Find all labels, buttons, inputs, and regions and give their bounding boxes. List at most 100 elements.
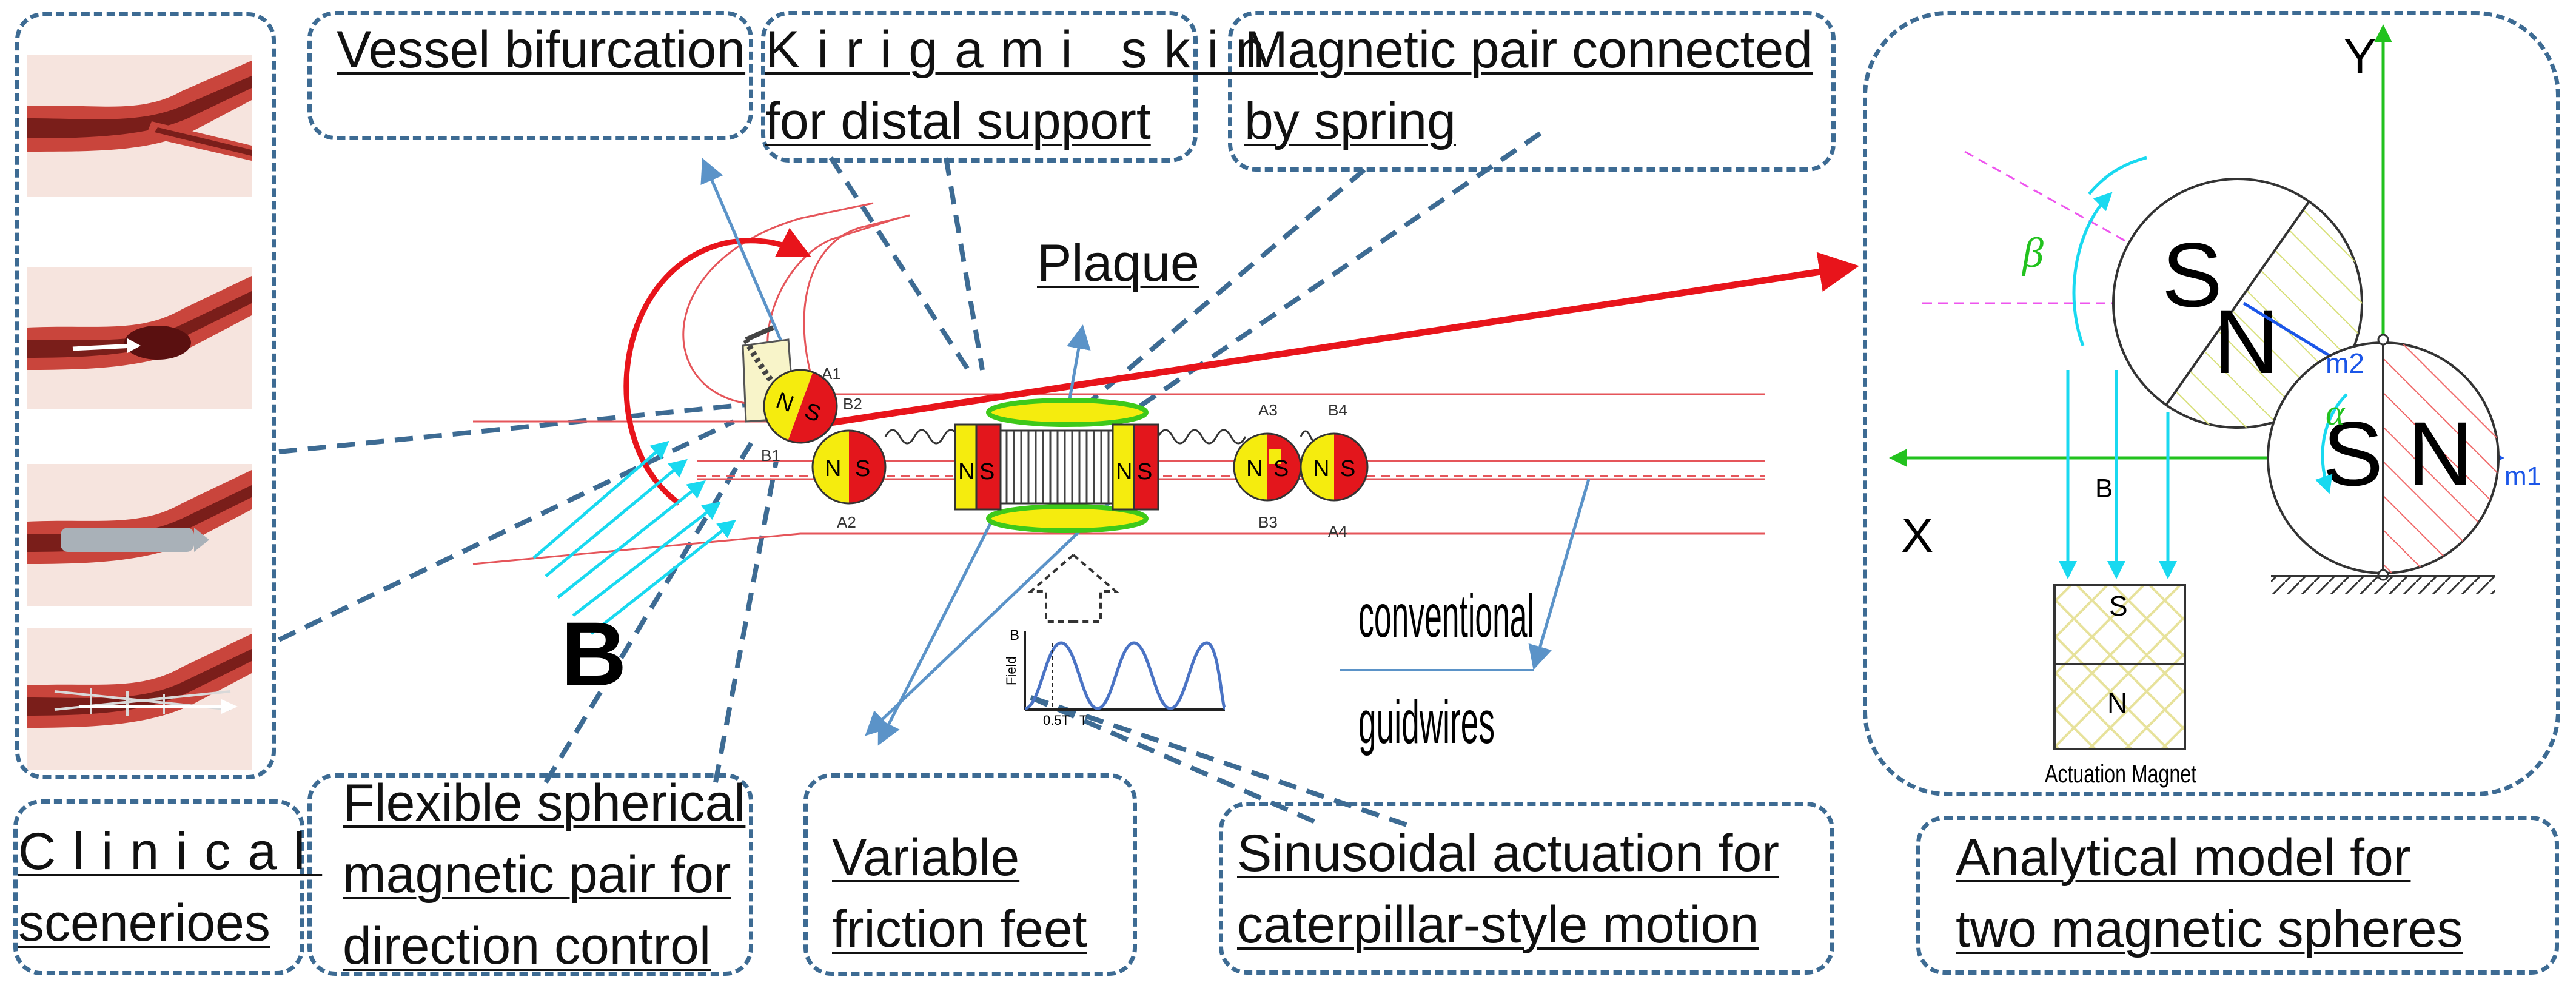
svg-text:A2: A2 [837,513,856,531]
svg-text:B1: B1 [761,446,780,465]
frame-magnetic-pair [1228,11,1836,172]
svg-text:B3: B3 [1258,513,1278,531]
svg-text:m1: m1 [2504,462,2541,491]
rear-sphere-2: N S [1300,432,1369,502]
frame-analytical-model [1863,11,2560,796]
analytical-model: Y X S N S N β α m2 [1889,24,2541,788]
svg-text:S: S [2109,590,2128,622]
frame-variable-friction [803,773,1137,976]
svg-text:0.5T: 0.5T [1043,713,1070,728]
device: N S N S A1 B1 B2 A2 A3 B3 B4 A4 N S [742,325,1369,540]
label-analytical: Analytical model for two magnetic sphere… [1956,822,2463,965]
svg-text:Field: Field [1004,656,1019,685]
svg-text:A3: A3 [1258,401,1278,419]
svg-text:N: N [2107,687,2127,719]
svg-text:S: S [1273,456,1289,482]
friction-foot-bottom [986,504,1149,533]
frame-clinical-images [15,12,276,779]
svg-text:N: N [2213,291,2279,392]
svg-text:N: N [825,456,841,482]
conventional-label-2: guidwires [1358,688,1495,756]
angle-arcs [2072,156,2348,494]
svg-text:N: N [1246,456,1263,482]
svg-text:S: S [1137,459,1152,485]
svg-text:β: β [2021,230,2044,277]
frame-kirigami [761,11,1198,163]
field-label-B: B [561,603,626,705]
label-kirigami-line2: for distal support [765,92,1151,150]
label-flexible-line2: magnetic pair for [343,845,731,904]
label-analytical-line2: two magnetic spheres [1956,900,2463,958]
label-kirigami-line1: Kirigami skin [765,21,1282,79]
frame-vessel-bifurcation [307,11,753,140]
label-sinusoidal: Sinusoidal actuation for caterpillar-sty… [1237,818,1779,961]
clinical-image-1 [27,55,252,197]
label-sinusoidal-line1: Sinusoidal actuation for [1237,824,1780,882]
svg-text:N: N [958,459,974,485]
magnetic-pair-body: N S N S [954,398,1159,533]
label-magnetic-pair-line2: by spring [1244,92,1456,150]
label-magnetic-pair-line1: Magnetic pair connected [1244,21,1813,79]
svg-text:S: S [855,456,870,482]
field-arrows [532,440,736,635]
svg-text:B: B [2095,474,2113,503]
waveform-plot: Field B 0.5T T [1004,627,1227,728]
ground-hatch [2271,576,2495,594]
frame-sinusoidal [1219,802,1834,975]
label-variable-friction: Variable friction feet [832,822,1087,965]
clinical-images [27,55,252,770]
tip-sphere-2: N S [811,429,887,505]
lower-sphere: S N [2267,341,2500,574]
conventional-label-1: conventional [1358,582,1534,650]
label-flexible: Flexible spherical magnetic pair for dir… [343,767,745,982]
label-kirigami: Kirigami skin for distal support [765,14,1281,157]
rotation-arrow [623,227,812,506]
label-clinical-line2: scenerioes [18,894,270,952]
svg-text:S: S [2323,403,2383,505]
svg-text:A1: A1 [822,364,841,383]
spring-left [884,429,959,445]
svg-text:S: S [979,459,995,485]
svg-text:m2: m2 [2326,348,2364,379]
svg-text:B2: B2 [843,395,862,413]
svg-text:S: S [2162,224,2222,326]
label-variable-friction-line2: friction feet [832,900,1087,958]
svg-text:Actuation Magnet: Actuation Magnet [2045,759,2196,788]
label-vessel-bifurcation: Vessel bifurcation [337,21,746,79]
field-lines-model [2059,370,2177,579]
label-magnetic-pair: Magnetic pair connected by spring [1244,14,1813,157]
frame-analytical-label [1916,816,2559,975]
device-marks: A1 B1 B2 A2 A3 B3 B4 A4 [761,364,1347,540]
x-axis-label: X [1901,508,1933,562]
spring-right [1157,429,1247,445]
label-clinical-line1: Clinical [18,822,323,881]
svg-text:α: α [2326,392,2346,432]
label-plaque: Plaque [1037,234,1199,292]
label-flexible-line3: direction control [343,917,711,975]
label-clinical: Clinical scenerioes [18,816,322,959]
y-axis-label: Y [2344,29,2376,83]
clinical-image-3 [27,464,252,606]
frame-clinical-label [13,799,304,975]
label-analytical-line1: Analytical model for [1956,828,2411,887]
svg-text:B4: B4 [1328,401,1347,419]
tip-sphere-1: N S [763,369,838,444]
actuation-magnet: S N Actuation Magnet [2045,584,2196,788]
label-sinusoidal-line2: caterpillar-style motion [1237,896,1759,954]
rear-sphere-1: N S [1233,432,1302,502]
svg-text:B: B [1010,627,1019,643]
svg-text:N: N [2407,403,2473,505]
friction-foot-top [986,398,1149,427]
zoom-arrow [818,252,1859,428]
frame-flexible [307,773,753,976]
svg-text:N: N [1116,459,1132,485]
svg-text:A4: A4 [1328,522,1347,540]
clinical-image-4 [27,628,252,770]
svg-text:T: T [1079,713,1087,728]
label-flexible-line1: Flexible spherical [343,774,746,832]
label-variable-friction-line1: Variable [832,828,1020,887]
svg-text:N: N [1313,456,1329,482]
clinical-image-2 [27,267,252,409]
svg-text:S: S [1340,456,1355,482]
